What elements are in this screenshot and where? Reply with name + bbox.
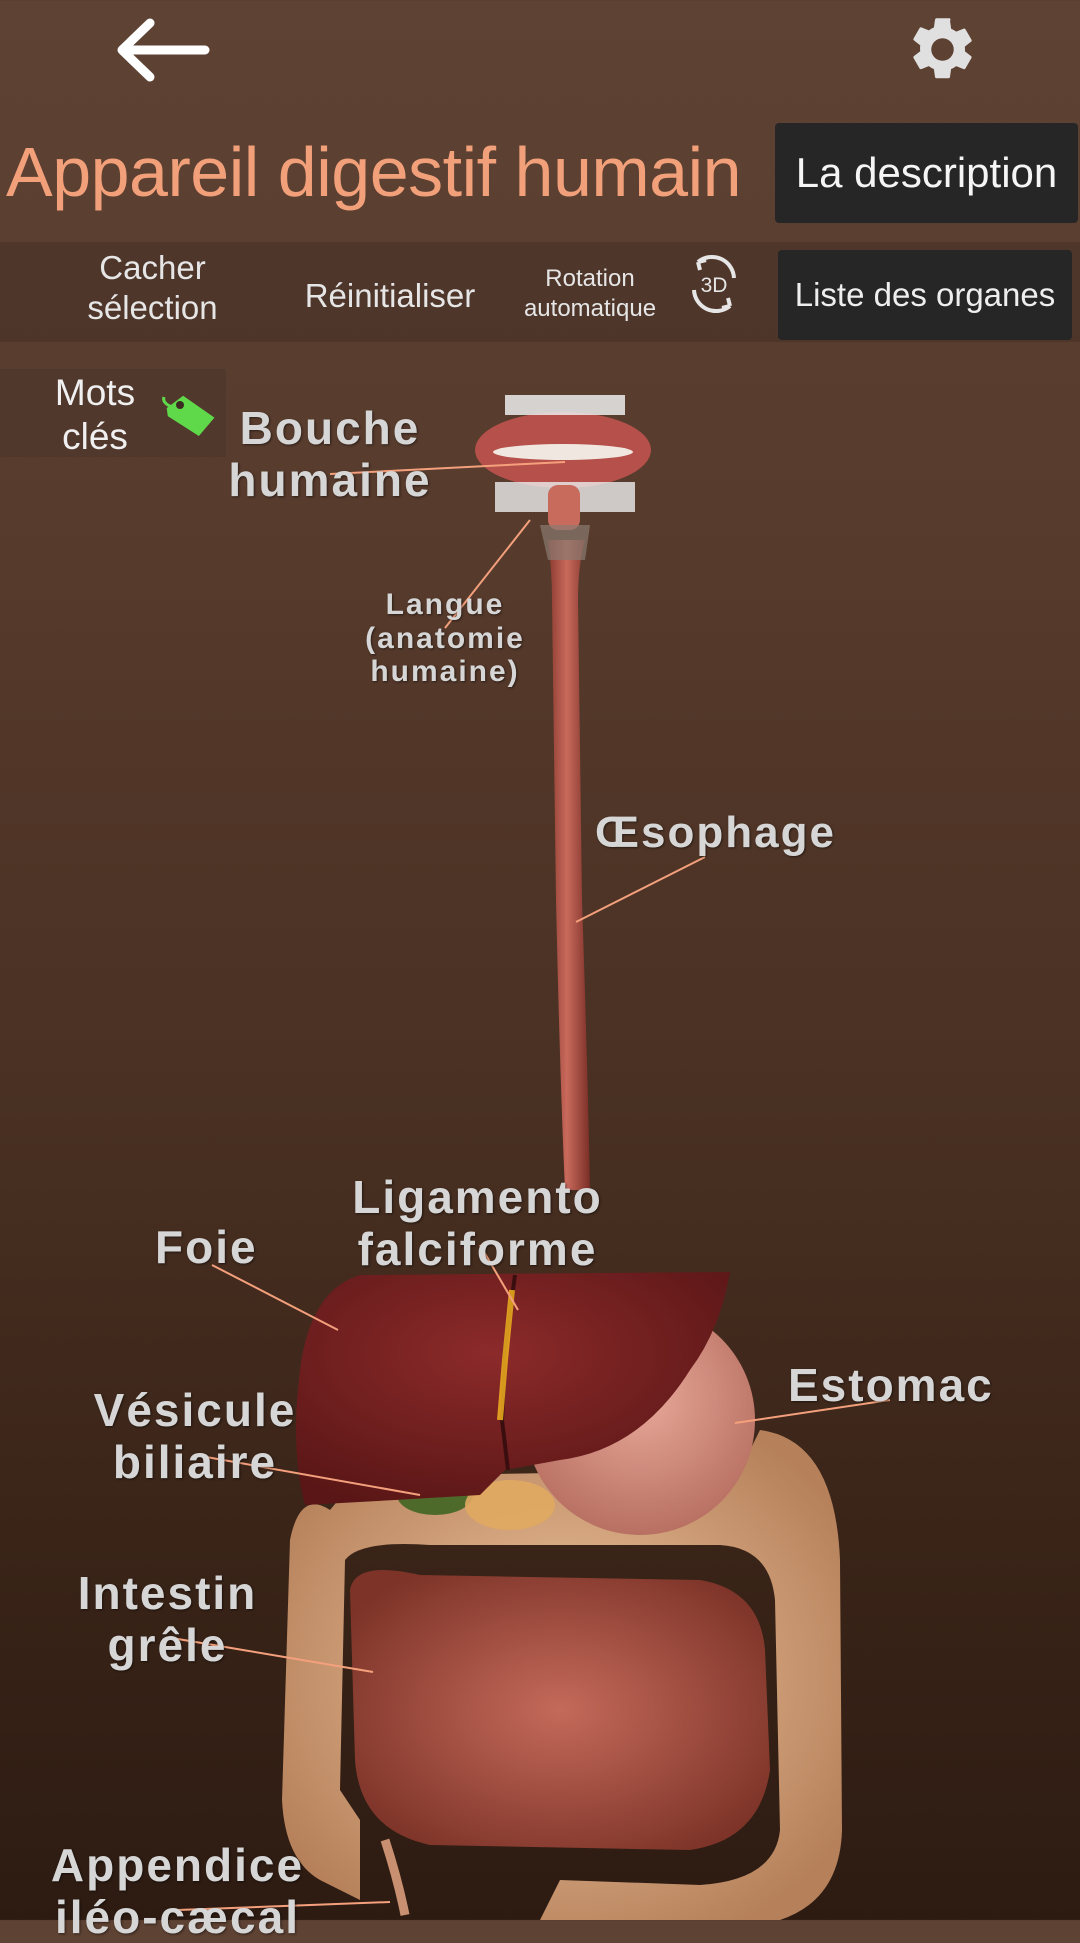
large-intestine-model[interactable] — [282, 1430, 842, 1920]
description-button[interactable]: La description — [775, 123, 1078, 223]
label-stomach[interactable]: Estomac — [788, 1359, 994, 1411]
label-tongue[interactable]: Langue (anatomie humaine) — [365, 588, 525, 689]
page-title: Appareil digestif humain — [6, 133, 742, 211]
organ-list-button[interactable]: Liste des organes — [778, 250, 1072, 340]
rotate-3d-text: 3D — [701, 274, 728, 297]
auto-rotation-label[interactable]: Rotation automatique — [523, 265, 657, 322]
label-gallbladder[interactable]: Vésicule biliaire — [93, 1384, 297, 1488]
settings-button[interactable] — [905, 12, 980, 87]
label-liver[interactable]: Foie — [155, 1221, 258, 1273]
arrow-left-icon — [117, 18, 210, 82]
tag-icon — [162, 395, 215, 436]
keywords-label: Mots clés — [54, 372, 136, 458]
esophagus-model[interactable] — [548, 540, 590, 1190]
hide-selection-button[interactable]: Cacher sélection — [87, 249, 218, 326]
mouth-model[interactable] — [475, 395, 651, 530]
rotate-3d-icon[interactable]: 3D — [680, 250, 748, 318]
keywords-button[interactable]: Mots clés — [0, 369, 226, 457]
reset-button[interactable]: Réinitialiser — [304, 277, 476, 314]
label-small-intestine[interactable]: Intestin grêle — [77, 1567, 258, 1671]
label-esophagus[interactable]: Œsophage — [595, 808, 836, 857]
label-mouth[interactable]: Bouche humaine — [228, 402, 432, 506]
label-falciform-ligament[interactable]: Ligamento falciforme — [352, 1171, 603, 1275]
back-button[interactable] — [110, 15, 220, 85]
appendix-model[interactable] — [380, 1838, 410, 1916]
small-intestine-model[interactable] — [350, 1570, 770, 1850]
label-appendix[interactable]: Appendice iléo-cæcal — [50, 1839, 305, 1943]
top-bar — [0, 0, 1080, 110]
gear-icon — [913, 18, 972, 79]
liver-model[interactable] — [296, 1272, 730, 1505]
leader-lines — [171, 461, 891, 1911]
